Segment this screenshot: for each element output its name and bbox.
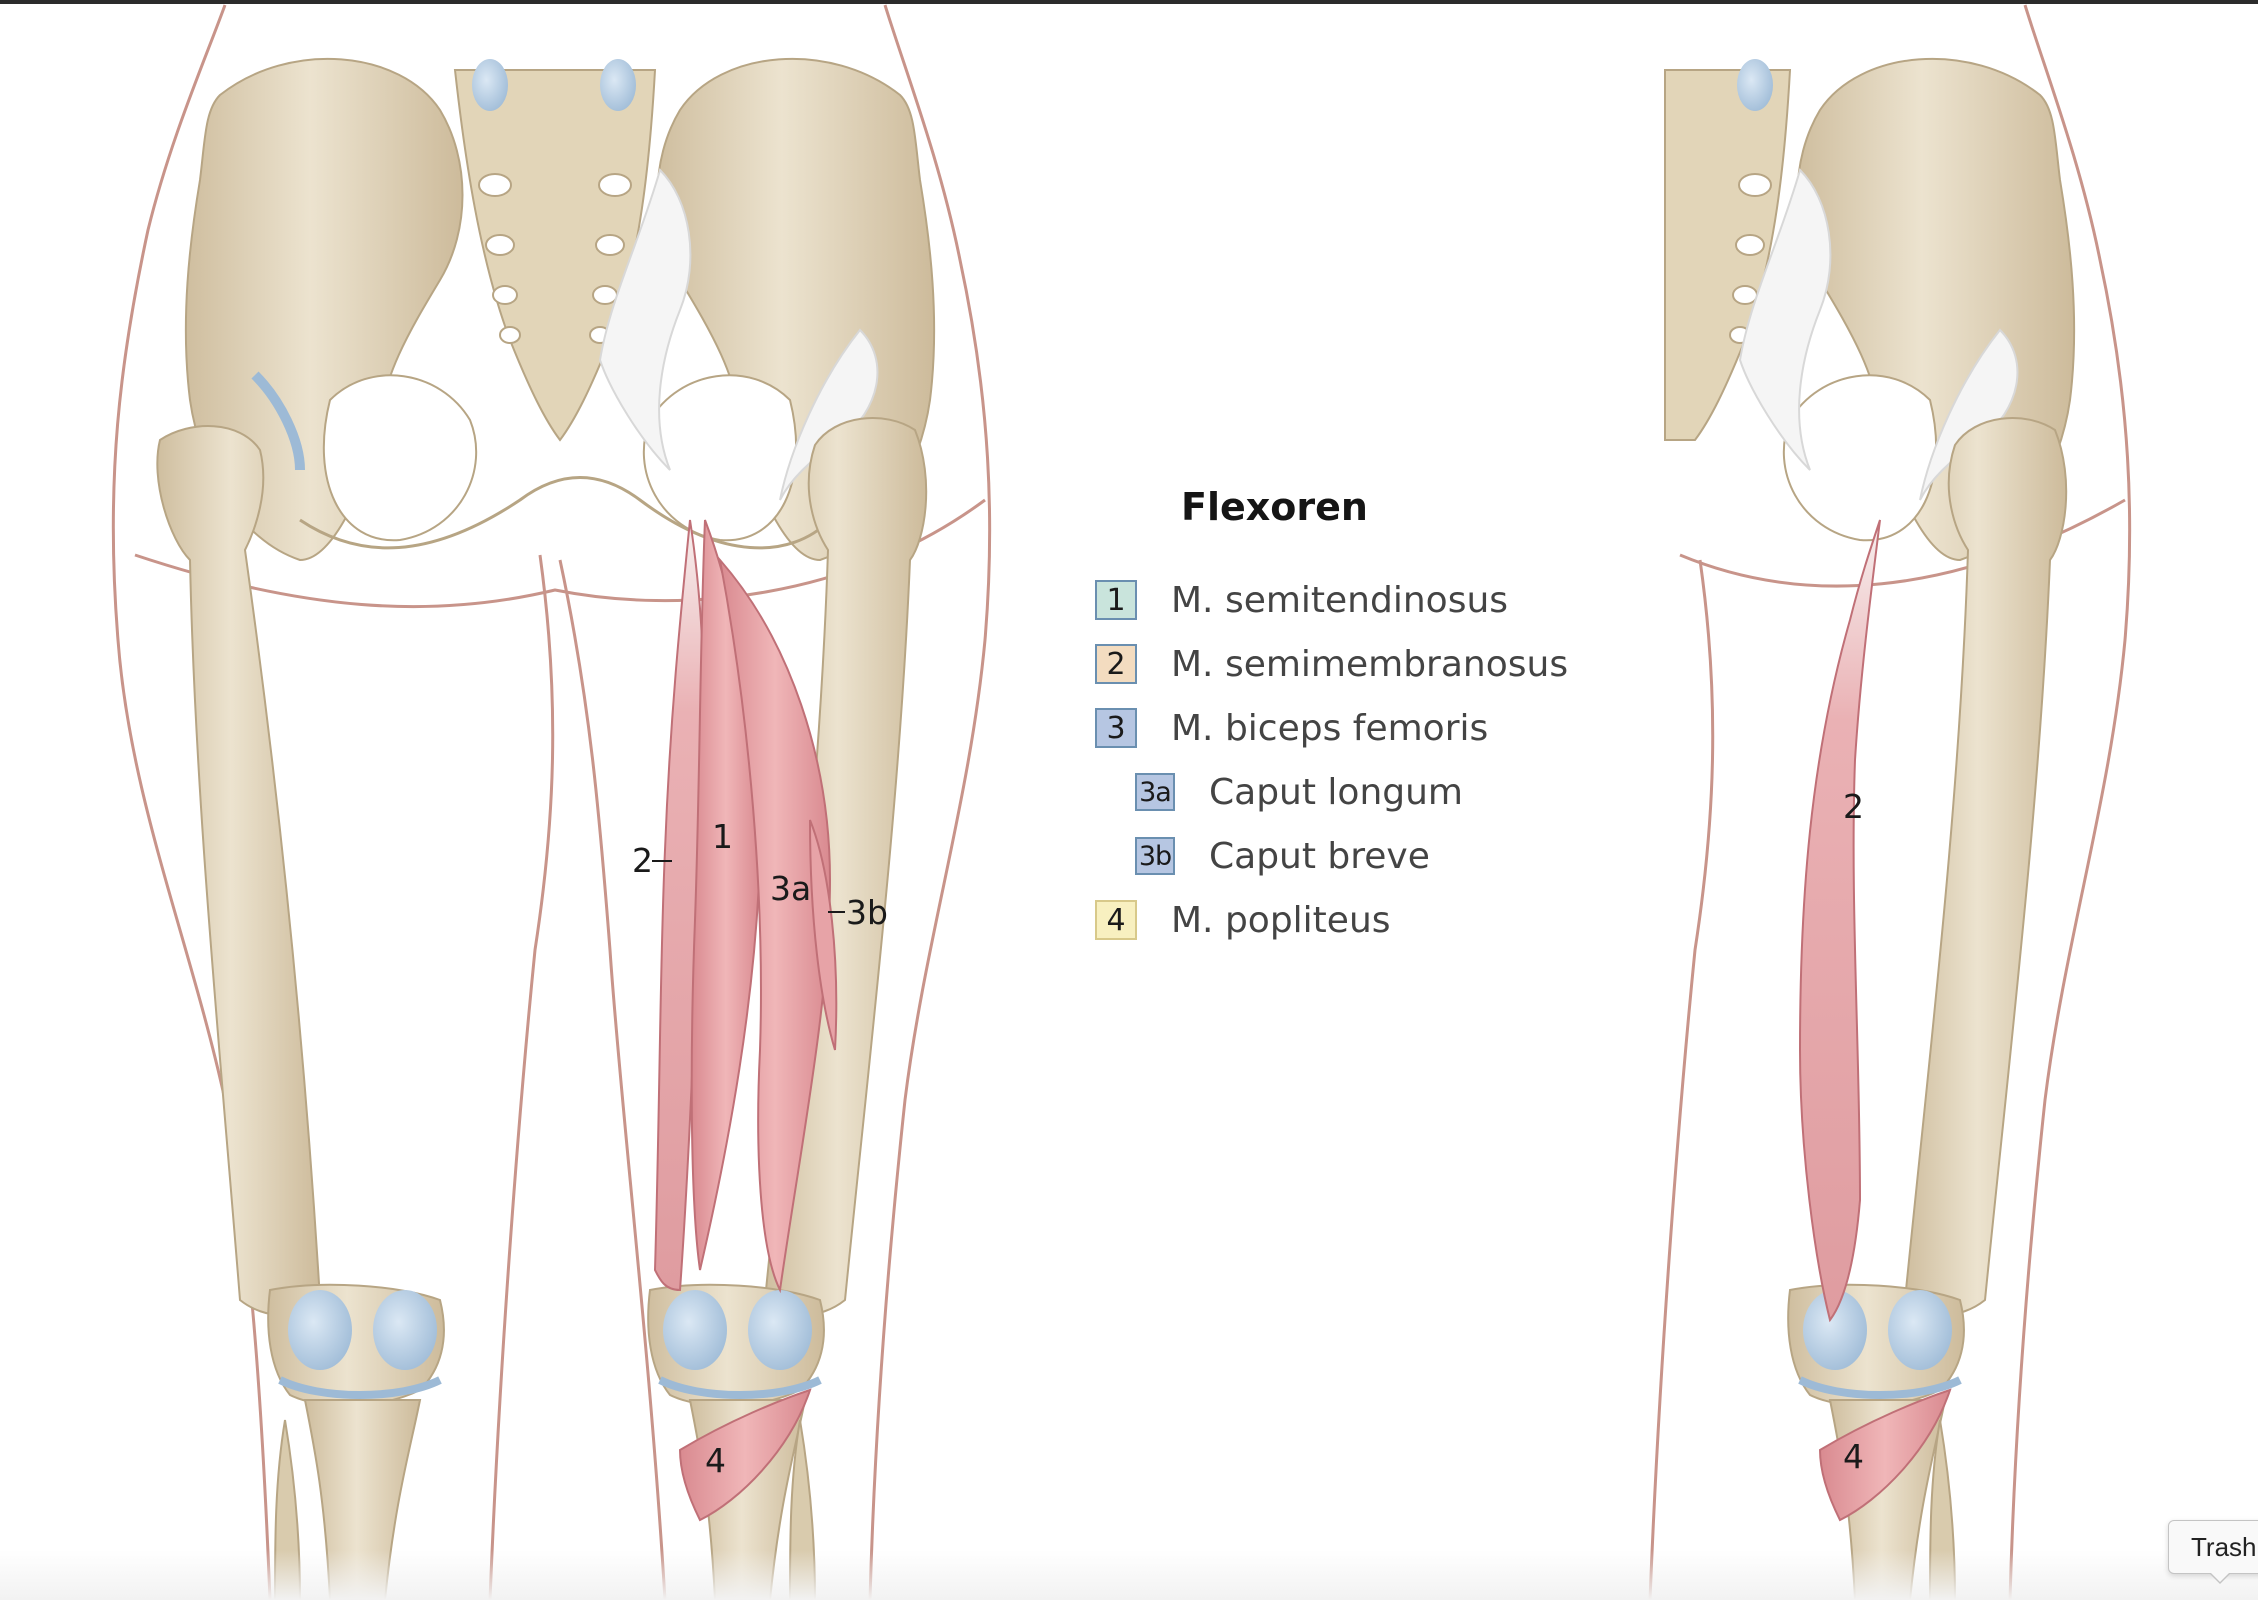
legend-label: Caput breve <box>1209 835 1430 877</box>
label-3a: 3a <box>770 869 811 908</box>
legend-title: Flexoren <box>1181 485 1368 529</box>
label-4-right: 4 <box>1843 1437 1864 1476</box>
legend-item: 4 M. popliteus <box>1095 897 1391 943</box>
legend-swatch: 3 <box>1095 708 1137 748</box>
bottom-edge-shade <box>0 1550 2258 1600</box>
legend-item: 3a Caput longum <box>1135 769 1463 815</box>
right-muscles <box>1798 519 1952 1522</box>
legend-item: 2 M. semimembranosus <box>1095 641 1568 687</box>
label-2-right: 2 <box>1843 787 1864 826</box>
legend-swatch: 1 <box>1095 580 1137 620</box>
left-figure-labels: 1 2 3a 3b 4 <box>632 817 888 1480</box>
right-figure-posterior-view: 2 4 <box>1648 4 2132 1600</box>
label-4-left: 4 <box>705 1441 726 1480</box>
legend-label: M. popliteus <box>1171 899 1391 941</box>
tooltip-text: Trash <box>2191 1532 2257 1562</box>
legend-swatch: 2 <box>1095 644 1137 684</box>
legend-swatch: 3a <box>1135 773 1175 811</box>
right-figure-labels: 2 4 <box>1843 787 1864 1476</box>
left-figure-posterior-view: 1 2 3a 3b 4 <box>111 4 992 1600</box>
legend-item: 3 M. biceps femoris <box>1095 705 1488 751</box>
legend-label: Caput longum <box>1209 771 1464 813</box>
legend-item: 3b Caput breve <box>1135 833 1430 879</box>
legend-label: M. semitendinosus <box>1171 579 1509 621</box>
window-top-edge <box>0 0 2258 4</box>
legend-label: M. semimembranosus <box>1171 643 1569 685</box>
legend-swatch: 4 <box>1095 900 1137 940</box>
left-hamstrings <box>653 519 838 1522</box>
left-pelvis <box>184 57 936 562</box>
legend-item: 1 M. semitendinosus <box>1095 577 1508 623</box>
legend-swatch: 3b <box>1135 837 1175 875</box>
label-3b: 3b <box>846 893 888 932</box>
label-1: 1 <box>712 817 733 856</box>
label-2: 2 <box>632 841 653 880</box>
legend-label: M. biceps femoris <box>1171 707 1489 749</box>
trash-tooltip: Trash <box>2168 1520 2258 1584</box>
